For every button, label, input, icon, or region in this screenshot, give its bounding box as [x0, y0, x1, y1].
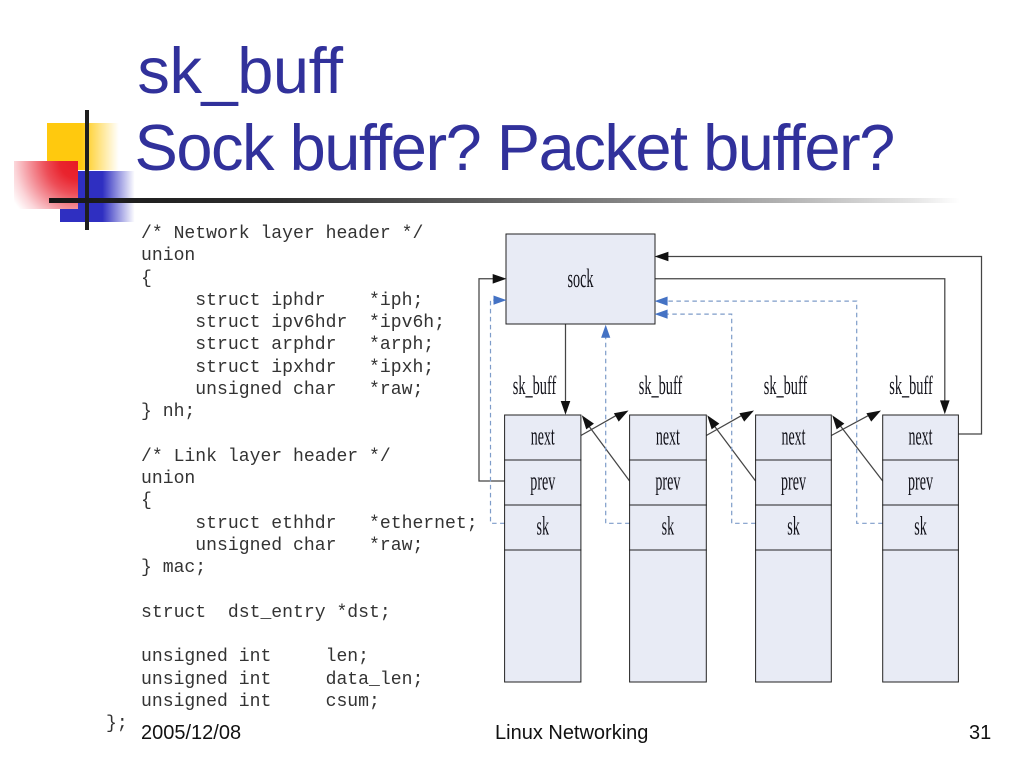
- svg-text:next: next: [656, 422, 680, 451]
- svg-text:prev: prev: [781, 467, 806, 496]
- svg-text:prev: prev: [908, 467, 933, 496]
- svg-text:prev: prev: [655, 467, 680, 496]
- svg-text:sk: sk: [787, 511, 800, 540]
- svg-text:next: next: [531, 422, 555, 451]
- svg-text:sk_buff: sk_buff: [639, 371, 683, 400]
- svg-text:prev: prev: [530, 467, 555, 496]
- svg-text:sk: sk: [914, 511, 927, 540]
- svg-text:sk_buff: sk_buff: [513, 371, 557, 400]
- svg-text:sk: sk: [537, 511, 550, 540]
- svg-text:sk_buff: sk_buff: [889, 371, 933, 400]
- svg-text:sock: sock: [568, 264, 594, 293]
- svg-text:sk_buff: sk_buff: [764, 371, 808, 400]
- svg-text:sk: sk: [662, 511, 675, 540]
- svg-text:next: next: [909, 422, 933, 451]
- svg-text:next: next: [782, 422, 806, 451]
